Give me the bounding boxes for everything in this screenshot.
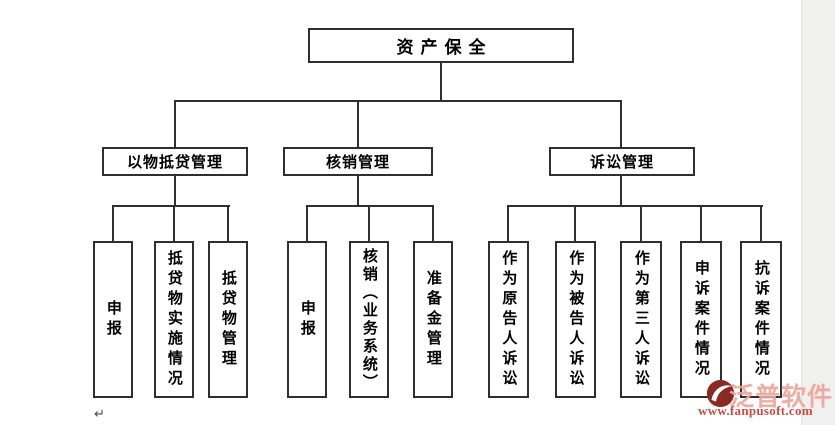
connector <box>112 205 230 207</box>
connector <box>368 205 370 241</box>
leaf-plaintiff-litigation: 作为原告人诉讼 <box>488 241 529 398</box>
connector <box>173 205 175 241</box>
connector <box>174 176 176 207</box>
connector <box>306 205 308 241</box>
connector <box>357 100 359 147</box>
page-margin-band <box>801 0 835 425</box>
leaf-declaration-2: 申报 <box>287 241 327 398</box>
connector <box>112 205 114 241</box>
watermark-brand: 泛普软件 <box>729 383 834 411</box>
leaf-third-party-litigation: 作为第三人诉讼 <box>620 241 662 398</box>
connector <box>306 205 434 207</box>
connector <box>227 205 229 241</box>
connector <box>574 205 576 241</box>
branch-collateral-management: 以物抵贷管理 <box>102 147 248 176</box>
connector <box>640 205 642 241</box>
connector <box>357 176 359 207</box>
connector <box>507 205 509 241</box>
connector <box>440 63 442 101</box>
leaf-appeal-case-status: 申诉案件情况 <box>680 241 722 398</box>
leaf-protest-case-status: 抗诉案件情况 <box>740 241 782 398</box>
connector <box>507 205 763 207</box>
paragraph-mark: ↵ <box>94 406 105 421</box>
leaf-reserve-management: 准备金管理 <box>413 241 453 398</box>
leaf-collateral-management: 抵贷物管理 <box>208 241 248 398</box>
connector <box>174 100 176 147</box>
connector <box>760 205 762 241</box>
branch-writeoff-management: 核销管理 <box>283 147 433 176</box>
watermark-url: www.fanpusoft.com <box>698 403 813 418</box>
connector <box>620 176 622 207</box>
branch-litigation-management: 诉讼管理 <box>549 147 695 176</box>
leaf-defendant-litigation: 作为被告人诉讼 <box>555 241 596 398</box>
connector <box>700 205 702 241</box>
fanpu-logo-icon <box>706 379 735 413</box>
root-asset-preservation: 资产保全 <box>308 28 574 63</box>
leaf-writeoff-business-system: 核销（业务系统） <box>349 241 389 398</box>
leaf-collateral-implementation-status: 抵贷物实施情况 <box>154 241 194 398</box>
connector <box>620 100 622 147</box>
connector <box>432 205 434 241</box>
connector <box>174 100 622 102</box>
leaf-declaration-1: 申报 <box>93 241 133 398</box>
